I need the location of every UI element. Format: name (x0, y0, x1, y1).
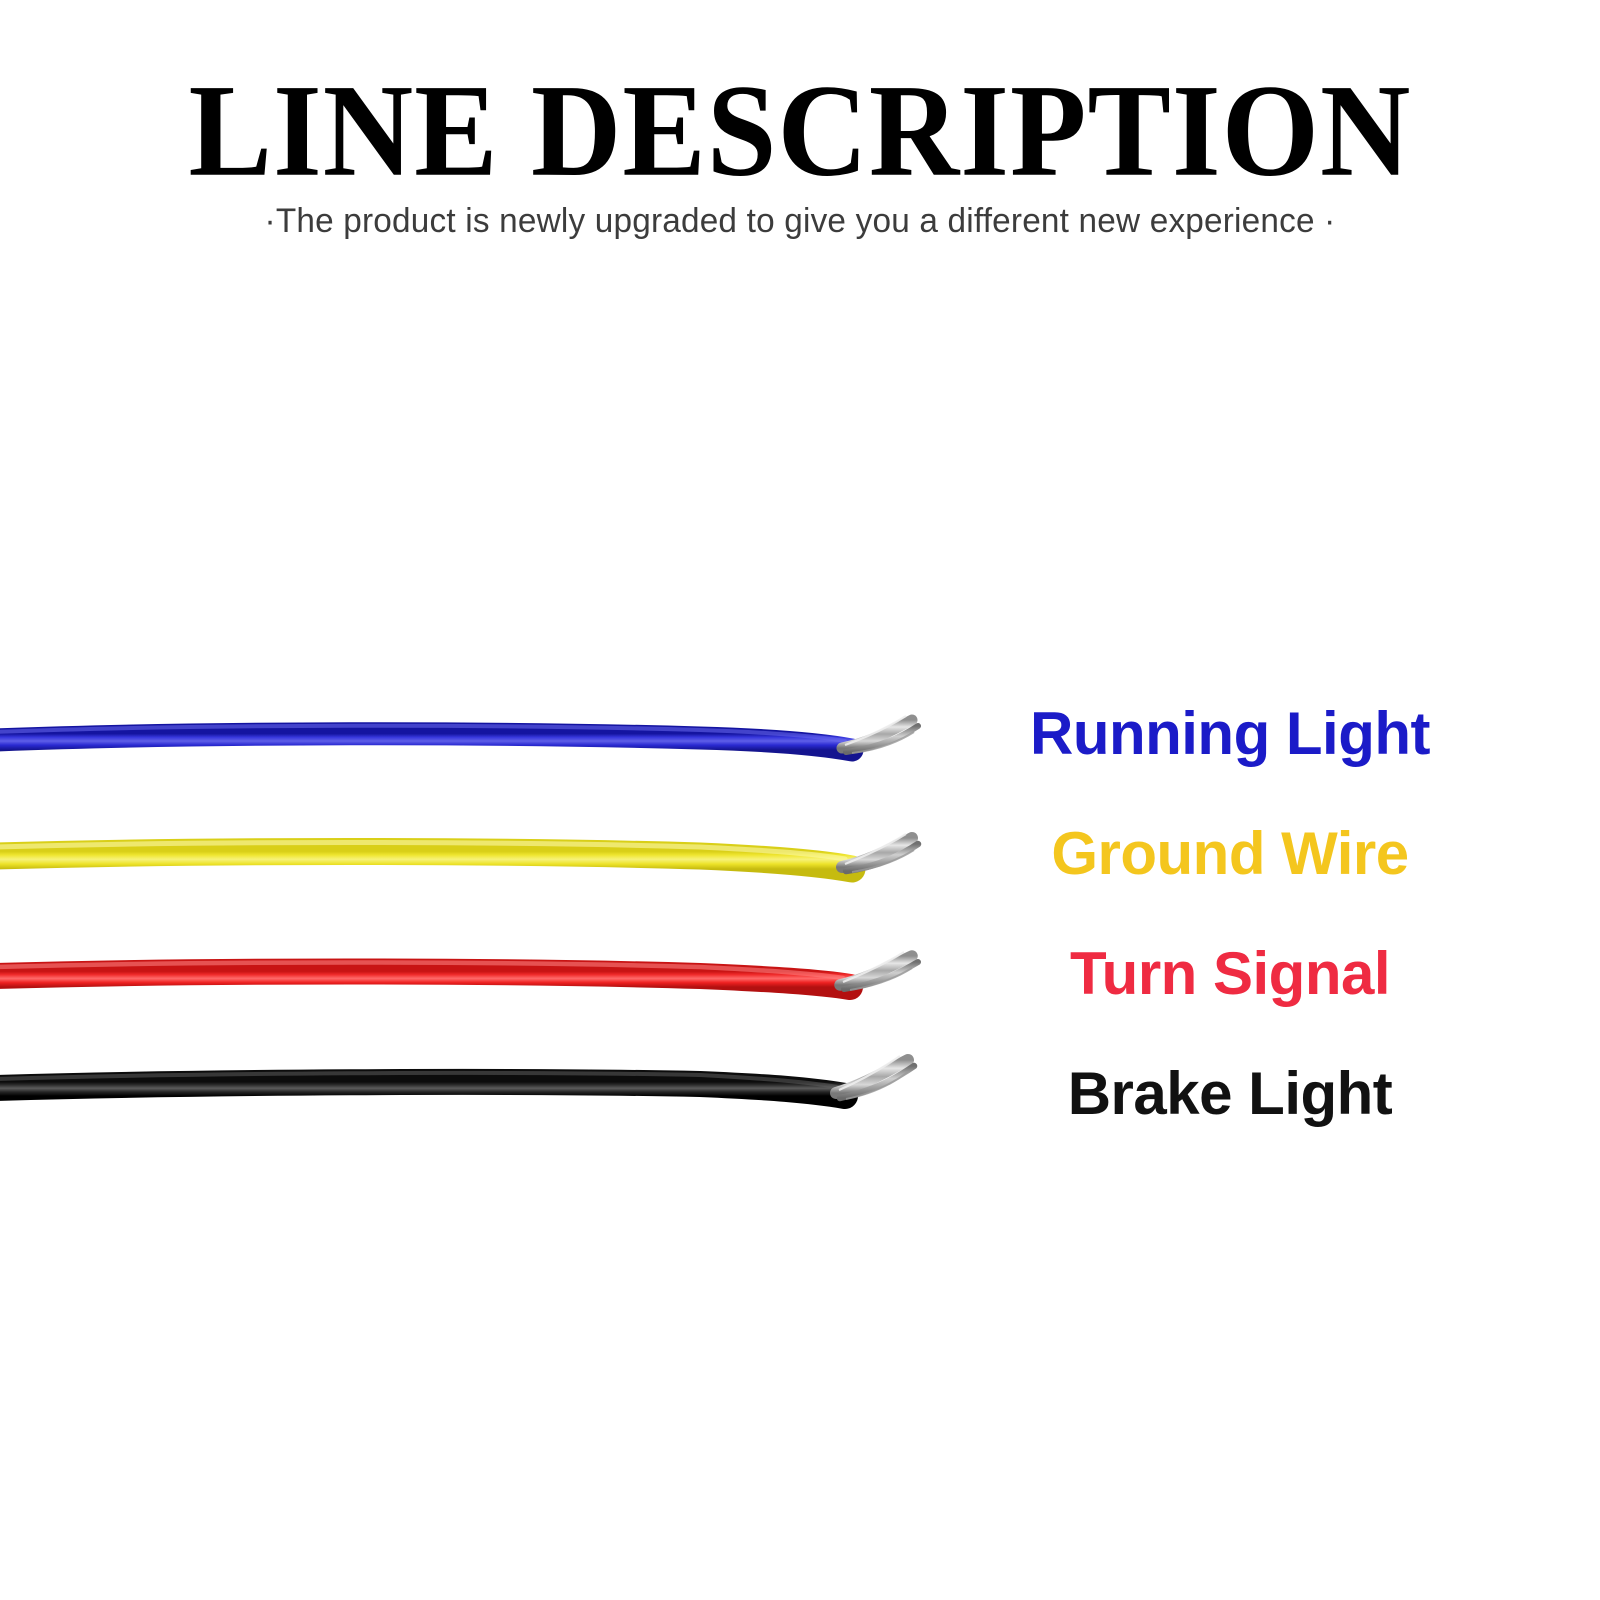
wire-label-running-light: Running Light (1029, 700, 1431, 767)
wire-red-icon (0, 950, 921, 1000)
wire-label-ground-wire: Ground Wire (1051, 820, 1409, 887)
page-title: LINE DESCRIPTION (188, 57, 1412, 204)
page-subtitle: ·The product is newly upgraded to give y… (264, 202, 1336, 240)
wire-label-turn-signal: Turn Signal (1069, 940, 1391, 1007)
wire-label-brake-light: Brake Light (1067, 1060, 1393, 1127)
wire-labels: Running Light Ground Wire Turn Signal Br… (1000, 660, 1460, 1140)
wire-yellow-icon (0, 832, 922, 883)
header: LINE DESCRIPTION ·The product is newly u… (0, 0, 1600, 241)
wire-black-icon (0, 1054, 918, 1109)
wire-blue-icon (0, 714, 921, 762)
wires-illustration (0, 714, 922, 1109)
wire-diagram (0, 660, 1600, 1160)
